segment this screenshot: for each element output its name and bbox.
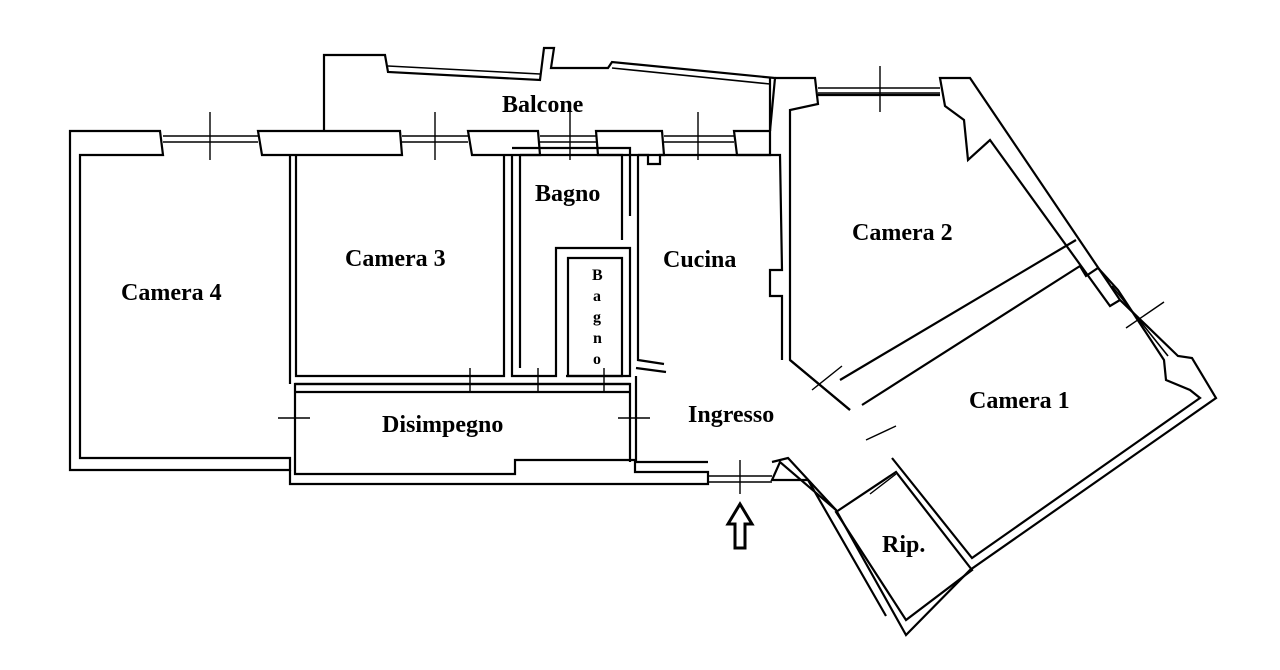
- label-disimpegno: Disimpegno: [382, 412, 503, 438]
- label-camera-4: Camera 4: [121, 280, 222, 306]
- up-arrow-icon: [725, 501, 755, 550]
- label-bagno-small-b: B: [592, 267, 603, 284]
- outer-walls: [68, 46, 1218, 637]
- window-marks: [163, 66, 1165, 495]
- room-labels: Balcone Bagno Camera 4 Camera 3 Cucina C…: [121, 92, 1070, 558]
- label-ripostiglio: Rip.: [882, 532, 925, 558]
- interior-walls: [288, 146, 837, 511]
- label-camera-3: Camera 3: [345, 246, 446, 272]
- label-camera-2: Camera 2: [852, 220, 953, 246]
- label-cucina: Cucina: [663, 247, 736, 273]
- label-bagno-small-g: g: [593, 309, 601, 326]
- label-bagno: Bagno: [535, 181, 600, 207]
- label-bagno-small-o: o: [593, 351, 601, 368]
- label-bagno-small-a: a: [593, 288, 601, 305]
- label-ingresso: Ingresso: [688, 402, 774, 428]
- label-bagno-small-n: n: [593, 330, 602, 347]
- label-camera-1: Camera 1: [969, 388, 1070, 414]
- label-balcone: Balcone: [502, 92, 584, 118]
